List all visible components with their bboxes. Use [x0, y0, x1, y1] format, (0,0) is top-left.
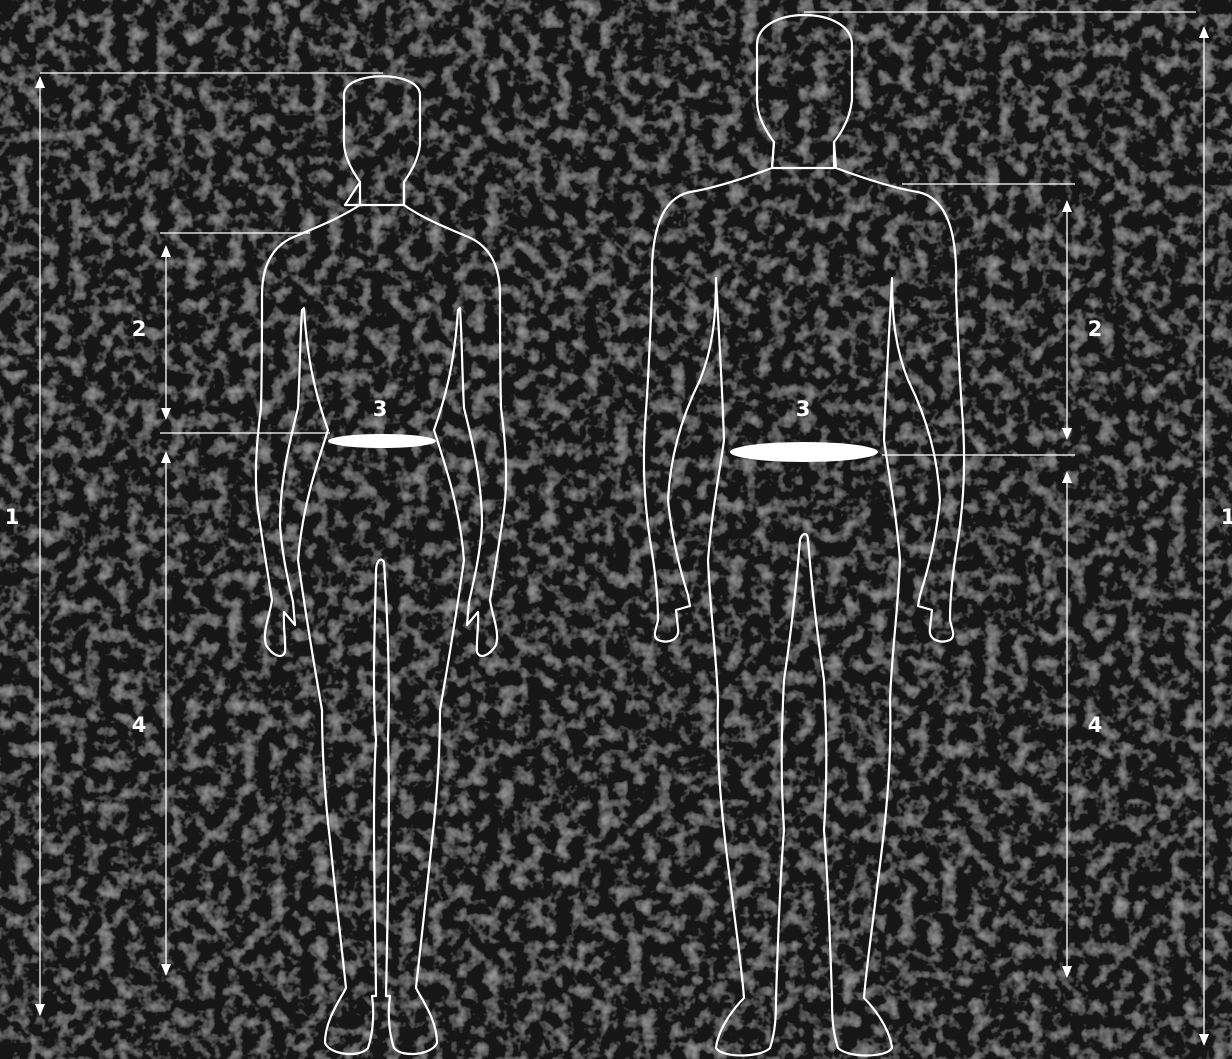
- adult-torso-label: 2: [1088, 317, 1103, 341]
- child-waist-label: 3: [373, 397, 388, 421]
- child-inseam-label: 4: [132, 713, 147, 737]
- child-torso-label: 2: [132, 317, 147, 341]
- adult-total-height-label: 1: [1221, 505, 1232, 529]
- adult-waist-label: 3: [796, 397, 811, 421]
- adult-inseam-label: 4: [1088, 713, 1103, 737]
- child-total-height-label: 1: [5, 505, 20, 529]
- child-waist-marker: [328, 434, 436, 448]
- adult-waist-marker: [730, 442, 878, 462]
